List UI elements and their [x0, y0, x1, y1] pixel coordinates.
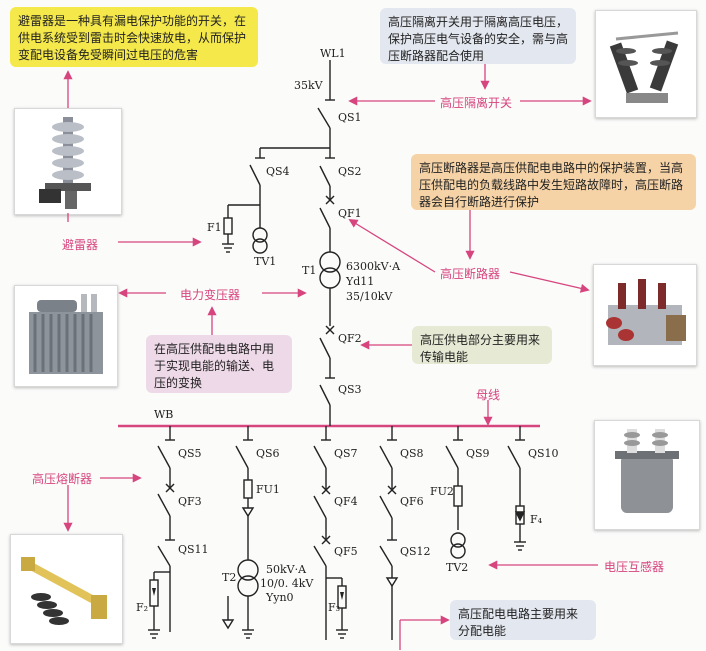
callout-breaker: 高压断路器 — [440, 267, 501, 281]
label-f2: F₂ — [136, 601, 149, 614]
label-t1-rating: 6300kV·A — [346, 260, 401, 273]
label-qf6: QF6 — [400, 495, 424, 508]
transformer-photo — [14, 285, 118, 387]
circuit-lines — [148, 60, 526, 640]
label-t2-ratio: 10/0. 4kV — [260, 577, 314, 590]
isolator-description: 高压隔离开关用于隔离高压电压，保护高压电气设备的安全，需与高压断路器配合使用 — [380, 8, 576, 64]
label-t2-group: Yyn0 — [266, 591, 294, 604]
label-t1-ratio: 35/10kV — [346, 290, 393, 303]
label-qs12: QS12 — [400, 545, 431, 558]
label-t2: T2 — [222, 571, 237, 584]
arrester-photo — [14, 108, 122, 215]
callout-arrester: 避雷器 — [62, 238, 99, 252]
label-qs3: QS3 — [338, 383, 362, 396]
distribution-description: 高压配电电路主要用来分配电能 — [450, 600, 596, 640]
label-qs6: QS6 — [256, 447, 280, 460]
label-fu1: FU1 — [256, 483, 280, 496]
transformer-description: 在高压供配电电路中用于实现电能的输送、电压的变换 — [146, 335, 292, 393]
label-wb: WB — [154, 408, 174, 421]
label-qs7: QS7 — [334, 447, 358, 460]
callout-isolator: 高压隔离开关 — [440, 96, 513, 110]
label-fu2: FU2 — [430, 485, 454, 498]
supply-description: 高压供电部分主要用来传输电能 — [412, 326, 552, 364]
label-f4: F₄ — [530, 513, 543, 526]
label-tv1: TV1 — [254, 255, 277, 268]
callout-lines — [63, 64, 598, 650]
drop-out-fuse-icon — [21, 557, 107, 625]
label-wl1: WL1 — [320, 47, 346, 60]
label-qs2: QS2 — [338, 165, 362, 178]
label-qf5: QF5 — [334, 545, 358, 558]
callout-fuse: 高压熔断器 — [32, 472, 93, 486]
label-f1: F1 — [207, 221, 222, 234]
label-qs10: QS10 — [528, 447, 559, 460]
label-qs4: QS4 — [266, 165, 290, 178]
label-tv2: TV2 — [446, 561, 469, 574]
voltage-transformer-icon — [615, 429, 679, 513]
circuit-breaker-icon — [606, 279, 686, 345]
label-35kv: 35kV — [294, 79, 323, 92]
callout-busbar: 母线 — [476, 388, 501, 402]
breaker-description: 高压断路器是高压供配电电路中的保护装置，当高压供配电的负载线路中发生短路故障时，… — [411, 154, 696, 210]
label-qf1: QF1 — [338, 207, 362, 220]
label-qf2: QF2 — [338, 332, 362, 345]
label-f3: F₃ — [328, 601, 341, 614]
vt-photo — [594, 420, 700, 530]
label-qf4: QF4 — [334, 495, 358, 508]
label-t2-rating: 50kV·A — [266, 563, 307, 576]
label-t1: T1 — [302, 264, 317, 277]
callout-transformer: 电力变压器 — [180, 288, 241, 302]
label-qs5: QS5 — [178, 447, 202, 460]
label-qf3: QF3 — [178, 495, 202, 508]
arrester-description: 避雷器是一种具有漏电保护功能的开关，在供电系统受到雷击时会快速放电，从而保护变配… — [10, 7, 258, 67]
isolator-photo — [595, 10, 697, 118]
power-transformer-icon — [29, 294, 103, 374]
label-qs11: QS11 — [178, 543, 209, 556]
label-t1-group: Yd11 — [346, 275, 375, 288]
callout-vt: 电压互感器 — [604, 560, 665, 574]
label-qs1: QS1 — [338, 111, 362, 124]
disconnector-switch-icon — [609, 31, 679, 103]
fuse-photo — [10, 534, 123, 644]
label-qs9: QS9 — [466, 447, 490, 460]
breaker-photo — [593, 264, 697, 366]
lightning-arrester-icon — [39, 117, 91, 209]
label-qs8: QS8 — [400, 447, 424, 460]
